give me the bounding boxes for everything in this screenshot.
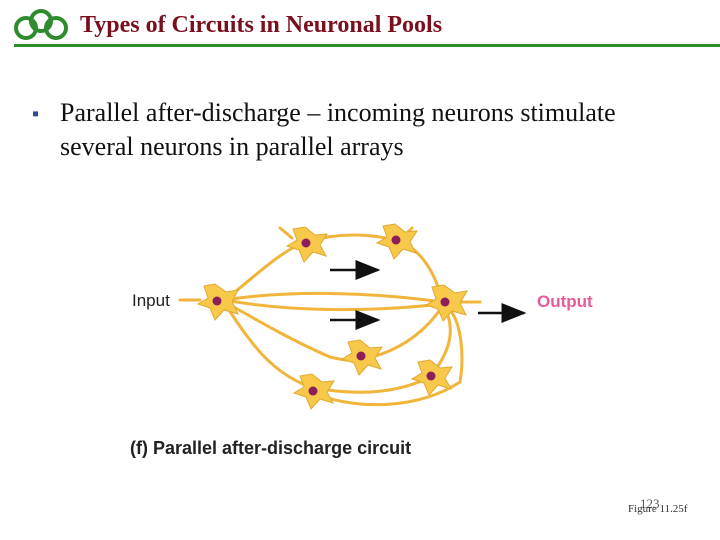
neuron-top-left (285, 226, 328, 263)
output-label: Output (537, 292, 593, 311)
slide-title: Types of Circuits in Neuronal Pools (80, 12, 443, 38)
neuron-top-right (375, 223, 418, 260)
neuron-lower-right (410, 359, 453, 396)
neuron-output (424, 284, 468, 322)
logo (14, 9, 68, 40)
neuron-input (196, 283, 239, 321)
bullet-item: ▪ Parallel after-discharge – incoming ne… (32, 96, 672, 164)
slide-number: 123 (640, 496, 660, 511)
bullet-square-icon: ▪ (32, 103, 40, 125)
title-divider (14, 44, 720, 47)
diagram-caption: (f) Parallel after-discharge circuit (130, 438, 411, 458)
input-label: Input (132, 291, 170, 310)
bullet-text: Parallel after-discharge – incoming neur… (60, 98, 616, 161)
figure-reference: Figure 11.25f (628, 503, 688, 515)
neuron-bottom (292, 373, 335, 410)
neuron-middle (340, 339, 383, 376)
parallel-after-discharge-diagram: Input Output (f) Parallel after-discharg… (130, 223, 593, 458)
